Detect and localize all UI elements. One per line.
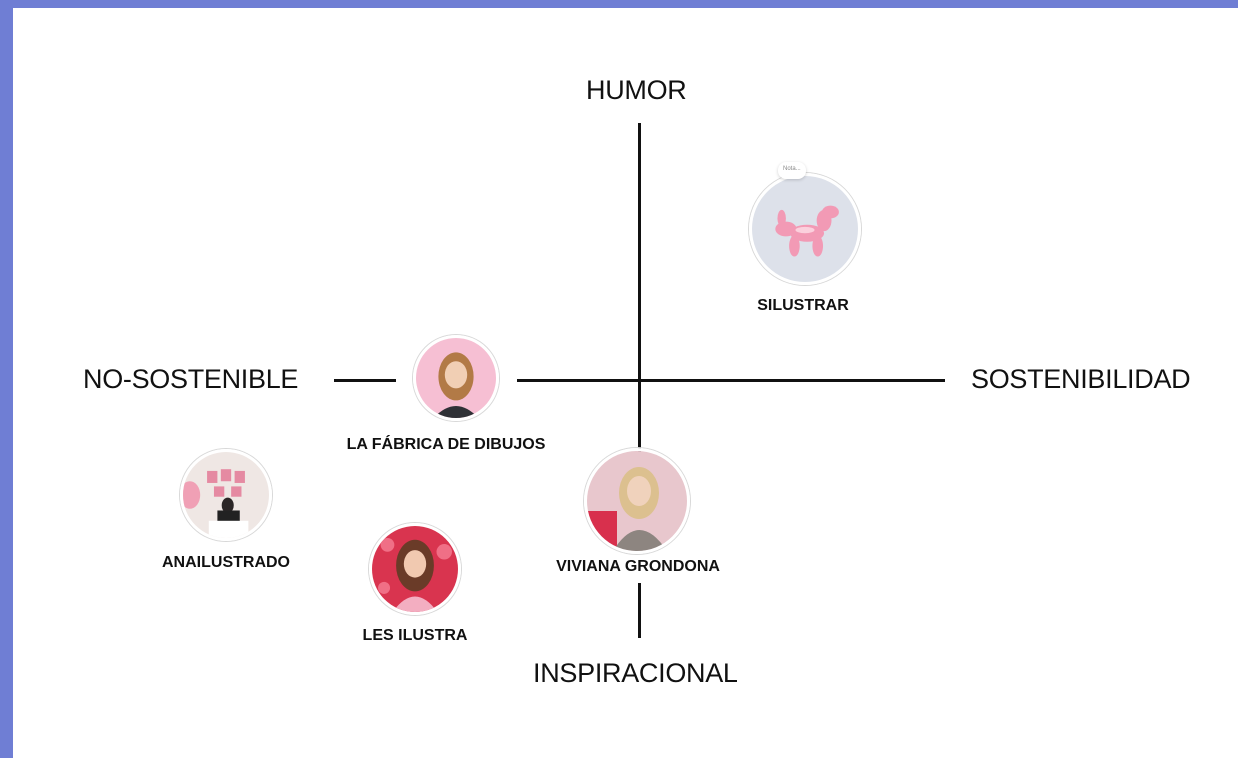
avatar-anailustrado[interactable] bbox=[180, 449, 272, 541]
avatar-les-ilustra[interactable] bbox=[369, 523, 461, 615]
avatar-la-fabrica[interactable] bbox=[413, 335, 499, 421]
vertical-axis-upper bbox=[638, 123, 641, 453]
label-viviana: VIVIANA GRONDONA bbox=[556, 558, 720, 575]
label-silustrar: SILUSTRAR bbox=[757, 297, 849, 314]
label-la-fabrica: LA FÁBRICA DE DIBUJOS bbox=[346, 436, 546, 453]
note-text: Nota... bbox=[783, 166, 801, 172]
label-les-ilustra: LES ILUSTRA bbox=[362, 627, 468, 644]
axis-label-top: HUMOR bbox=[586, 75, 687, 105]
axis-label-bottom: INSPIRACIONAL bbox=[533, 658, 738, 688]
avatar-viviana[interactable] bbox=[584, 448, 690, 554]
profile-photo bbox=[416, 338, 496, 418]
horizontal-axis-right bbox=[517, 379, 945, 382]
avatar-silustrar[interactable] bbox=[749, 173, 861, 285]
note-bubble: Nota... bbox=[778, 162, 806, 179]
axis-label-right: SOSTENIBILIDAD bbox=[971, 364, 1191, 394]
profile-photo bbox=[183, 452, 269, 538]
horizontal-axis-left bbox=[334, 379, 396, 382]
axis-label-left: NO-SOSTENIBLE bbox=[83, 364, 299, 394]
balloon-dog-icon bbox=[752, 176, 858, 282]
profile-photo bbox=[372, 526, 458, 612]
positioning-map: HUMOR INSPIRACIONAL NO-SOSTENIBLE SOSTEN… bbox=[13, 8, 1238, 758]
vertical-axis-lower bbox=[638, 583, 641, 638]
profile-photo bbox=[587, 451, 687, 551]
label-anailustrado: ANAILUSTRADO bbox=[162, 554, 290, 571]
